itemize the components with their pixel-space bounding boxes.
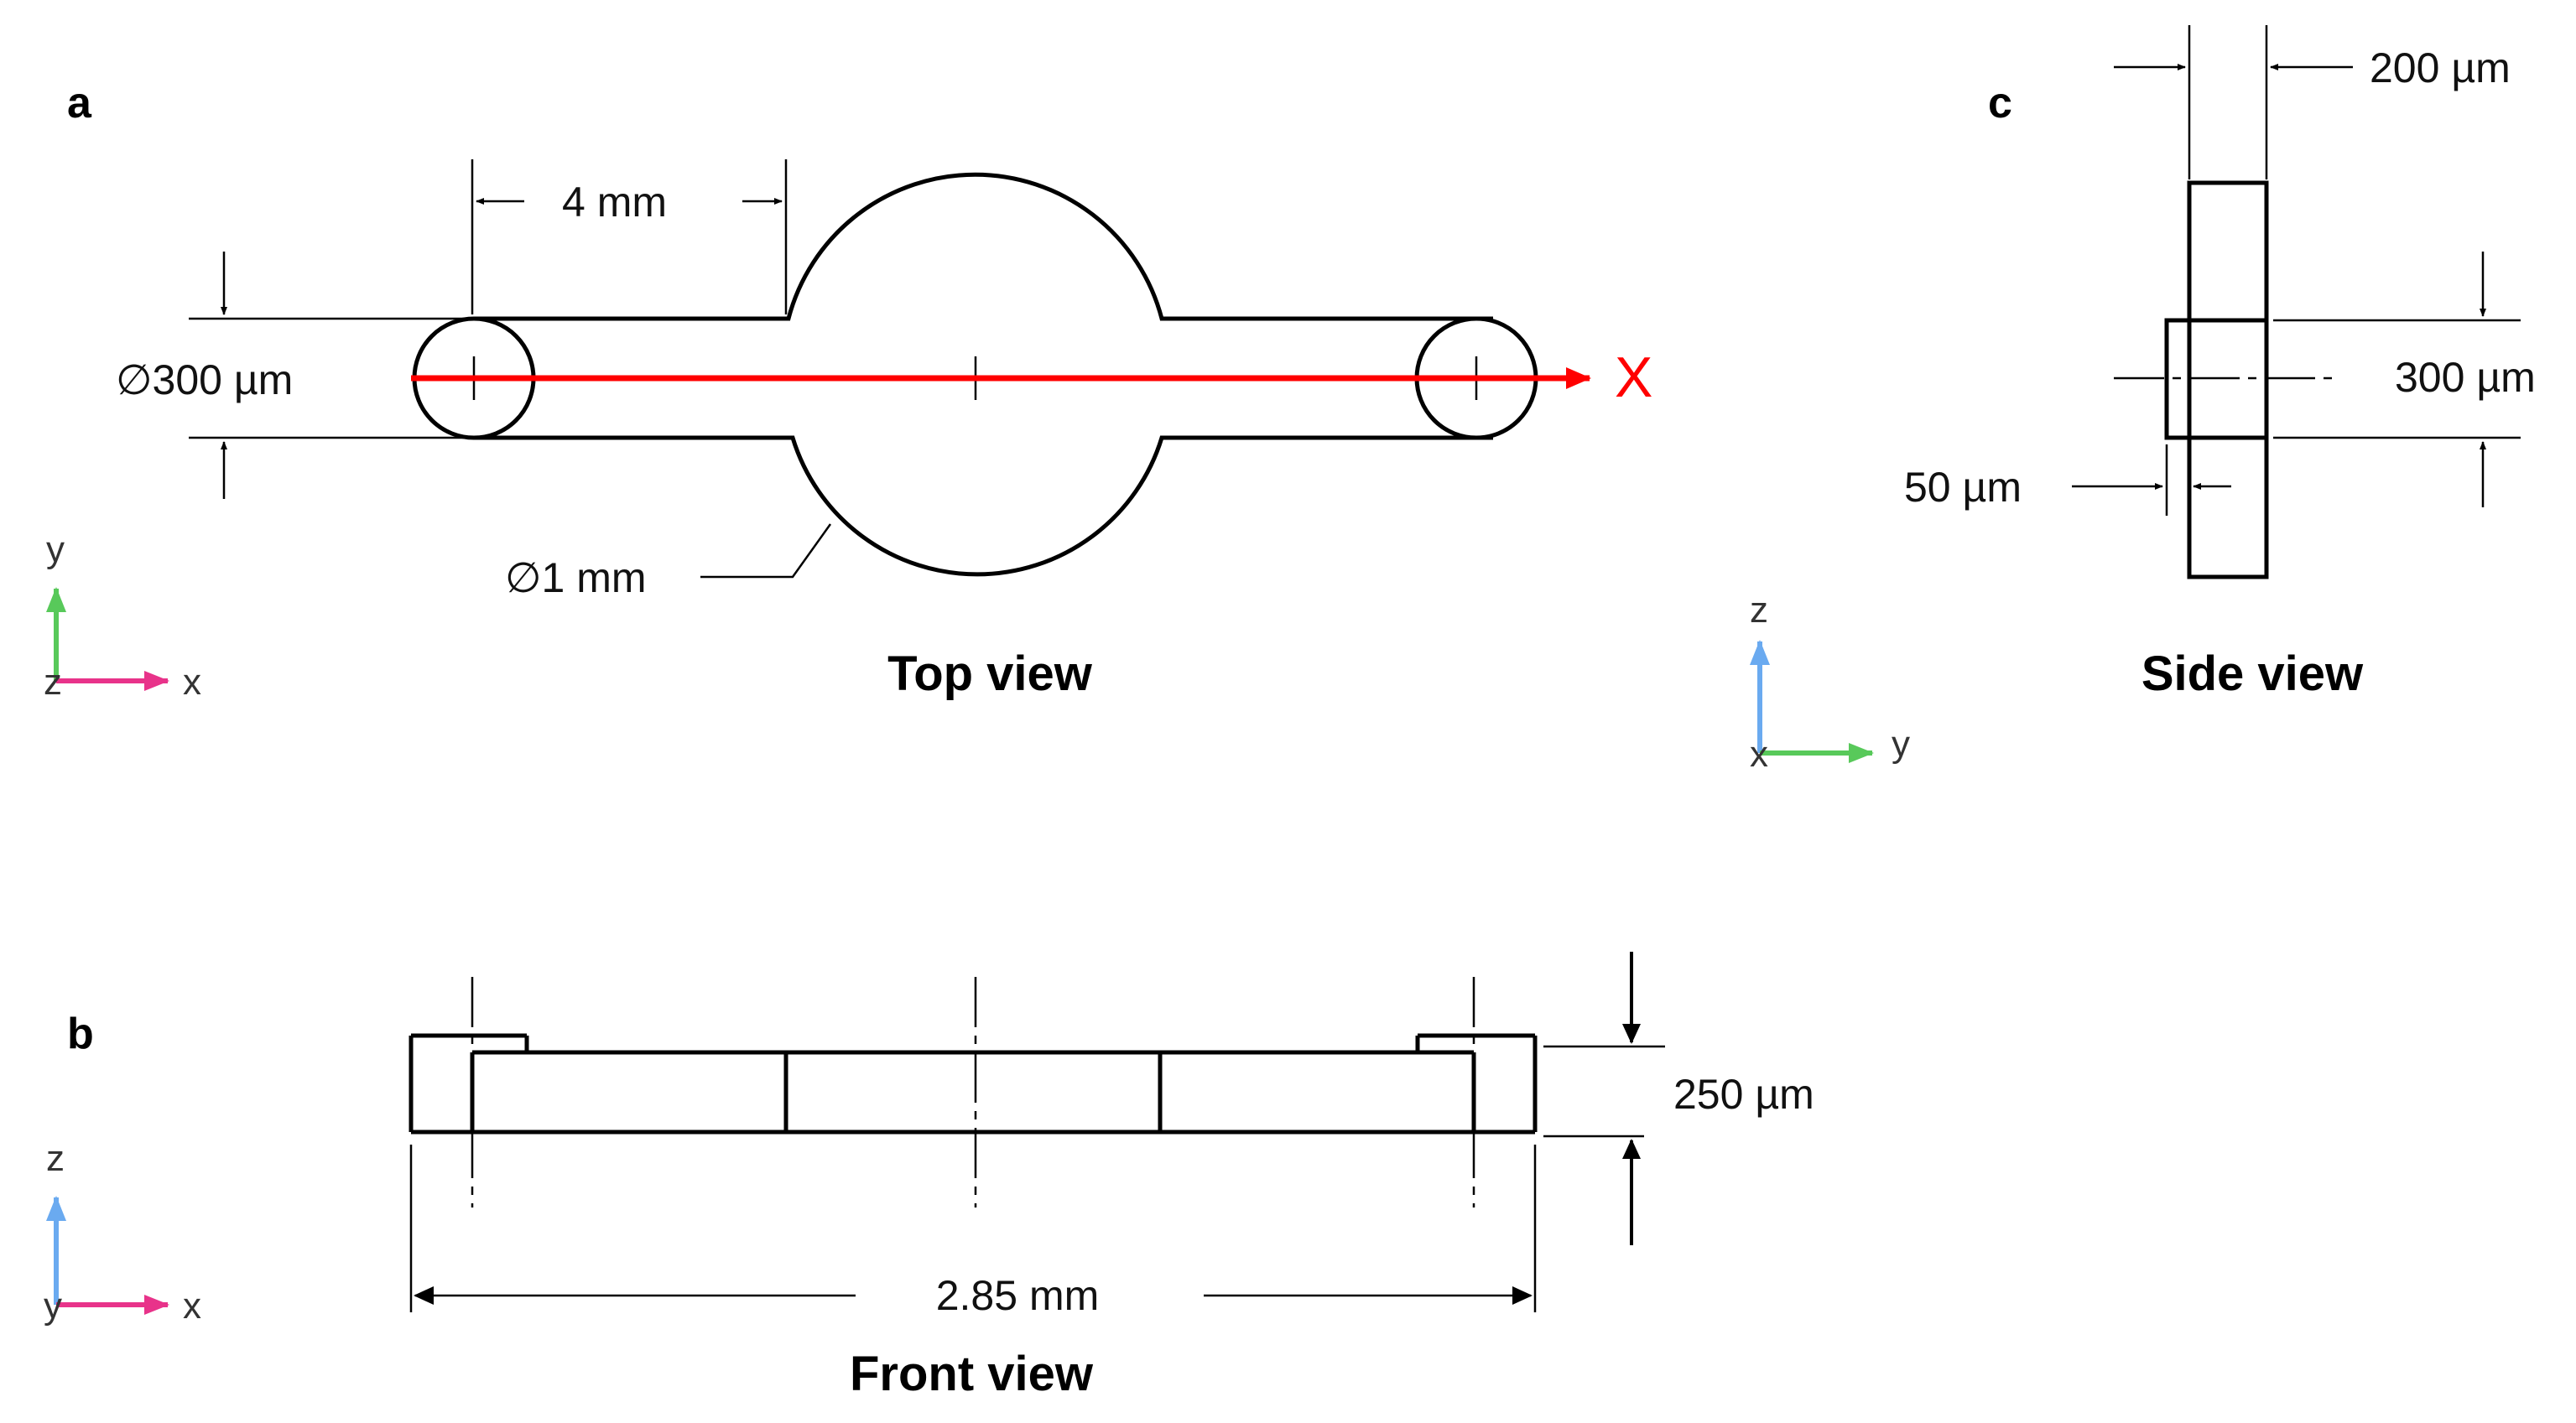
panel-label-b: b (67, 1010, 94, 1058)
dim-offset-text: 50 µm (1904, 464, 2022, 511)
front-view-outline (409, 977, 1538, 1207)
top-view-outline (412, 172, 1538, 577)
dim-width-text: 200 µm (2370, 44, 2511, 91)
dim-height-text: 300 µm (2395, 354, 2536, 401)
triad-side-y: y (1892, 724, 1910, 765)
axis-triad-top: y x z (44, 529, 201, 703)
caption-front-view: Front view (850, 1347, 1094, 1401)
dim-hub-diameter: ∅1 mm (505, 523, 832, 601)
dim-hub-diameter-text: ∅1 mm (505, 554, 647, 601)
triad-top-z: z (44, 662, 62, 703)
triad-top-y: y (46, 529, 65, 570)
triad-front-z: z (46, 1138, 65, 1179)
top-view: a X 4 mm ∅300 µm (44, 79, 1652, 703)
caption-side-view: Side view (2141, 647, 2364, 701)
dim-thickness: 250 µm (1543, 952, 1814, 1245)
axis-triad-side: z y x (1750, 589, 1910, 775)
dim-offset: 50 µm (1904, 444, 2231, 516)
dim-total-length-text: 2.85 mm (936, 1272, 1100, 1319)
dim-height: 300 µm (2273, 252, 2536, 507)
dim-4mm-text: 4 mm (562, 179, 667, 226)
dim-total-length: 2.85 mm (409, 1145, 1537, 1319)
triad-side-x: x (1750, 734, 1768, 775)
dim-4mm: 4 mm (471, 159, 788, 314)
side-view-outline (2114, 25, 2340, 579)
dim-width: 200 µm (2114, 44, 2511, 91)
dim-thickness-text: 250 µm (1673, 1071, 1814, 1118)
triad-top-x: x (183, 662, 201, 703)
triad-front-y: y (44, 1285, 62, 1327)
dim-arm-diameter-text: ∅300 µm (116, 356, 293, 403)
triad-side-z: z (1750, 589, 1768, 631)
x-axis-label: X (1615, 345, 1652, 409)
side-view: c 200 µm 300 µm 50 (1750, 25, 2536, 775)
caption-top-view: Top view (887, 647, 1093, 701)
panel-label-a: a (67, 79, 92, 127)
panel-label-c: c (1988, 79, 2012, 127)
front-view: b 250 µm (44, 952, 1814, 1401)
triad-front-x: x (183, 1285, 201, 1327)
axis-triad-front: z x y (44, 1138, 201, 1327)
dim-arm-diameter: ∅300 µm (116, 252, 470, 499)
